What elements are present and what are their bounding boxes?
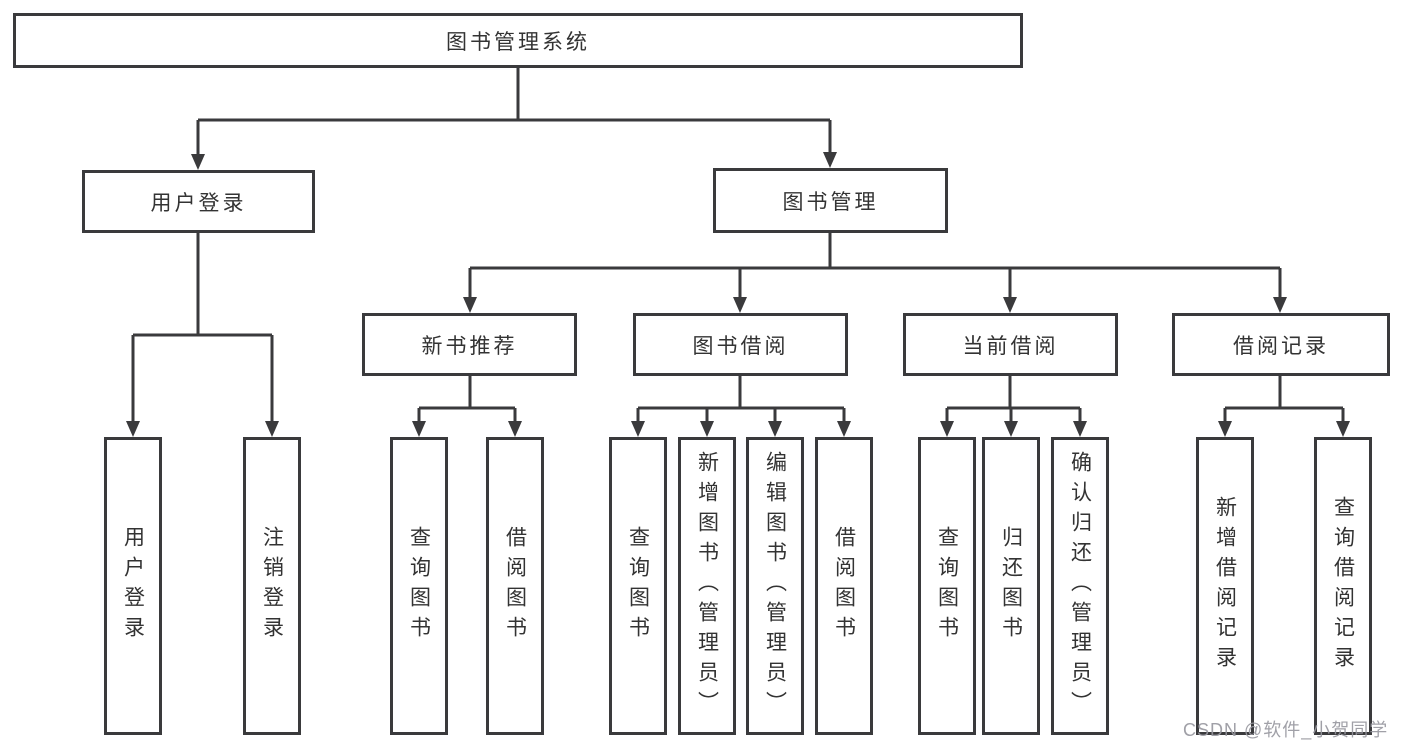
- node-leaf-logout: 注销登录: [243, 437, 301, 735]
- node-book-borrowing: 图书借阅: [633, 313, 848, 376]
- node-book-management: 图书管理: [713, 168, 948, 233]
- arrowheads: [126, 152, 1350, 437]
- node-book-borrowing-label: 图书借阅: [692, 334, 789, 358]
- csdn-watermark: CSDN @软件_小贺同学: [1183, 720, 1389, 740]
- node-leaf-add-borrow-record-label: 新增借阅记录: [1213, 496, 1237, 676]
- node-leaf-add-borrow-record: 新增借阅记录: [1196, 437, 1254, 735]
- node-new-book-recommend-label: 新书推荐: [421, 334, 518, 358]
- node-leaf-query-books-borrowing: 查询图书: [609, 437, 667, 735]
- node-leaf-query-books-recommend: 查询图书: [390, 437, 448, 735]
- node-leaf-borrow-books-recommend-label: 借阅图书: [503, 526, 527, 646]
- node-book-management-label: 图书管理: [782, 190, 879, 214]
- node-borrowing-records-label: 借阅记录: [1233, 334, 1329, 358]
- node-leaf-confirm-return-admin: 确认归还（管理员）: [1051, 437, 1109, 735]
- node-current-borrowing: 当前借阅: [903, 313, 1118, 376]
- node-leaf-add-book-admin: 新增图书（管理员）: [678, 437, 736, 735]
- node-root-label: 图书管理系统: [446, 30, 590, 54]
- node-leaf-borrow-books-recommend: 借阅图书: [486, 437, 544, 735]
- node-leaf-edit-book-admin-label: 编辑图书（管理员）: [763, 451, 787, 721]
- node-leaf-query-books-recommend-label: 查询图书: [407, 526, 431, 646]
- node-leaf-user-login: 用户登录: [104, 437, 162, 735]
- node-leaf-borrow-books-label: 借阅图书: [832, 526, 856, 646]
- node-leaf-return-books: 归还图书: [982, 437, 1040, 735]
- node-leaf-query-books-current-label: 查询图书: [935, 526, 959, 646]
- node-leaf-borrow-books: 借阅图书: [815, 437, 873, 735]
- node-user-login: 用户登录: [82, 170, 315, 233]
- node-leaf-user-login-label: 用户登录: [121, 526, 145, 646]
- node-leaf-edit-book-admin: 编辑图书（管理员）: [746, 437, 804, 735]
- node-leaf-add-book-admin-label: 新增图书（管理员）: [695, 451, 719, 721]
- node-leaf-query-borrow-record: 查询借阅记录: [1314, 437, 1372, 735]
- node-leaf-query-books-current: 查询图书: [918, 437, 976, 735]
- node-borrowing-records: 借阅记录: [1172, 313, 1390, 376]
- node-current-borrowing-label: 当前借阅: [962, 334, 1059, 358]
- node-leaf-query-borrow-record-label: 查询借阅记录: [1331, 496, 1355, 676]
- node-leaf-logout-label: 注销登录: [260, 526, 284, 646]
- node-leaf-query-books-borrowing-label: 查询图书: [626, 526, 650, 646]
- node-new-book-recommend: 新书推荐: [362, 313, 577, 376]
- node-user-login-label: 用户登录: [150, 191, 247, 215]
- node-leaf-return-books-label: 归还图书: [999, 526, 1023, 646]
- node-root: 图书管理系统: [13, 13, 1023, 68]
- node-leaf-confirm-return-admin-label: 确认归还（管理员）: [1068, 451, 1092, 721]
